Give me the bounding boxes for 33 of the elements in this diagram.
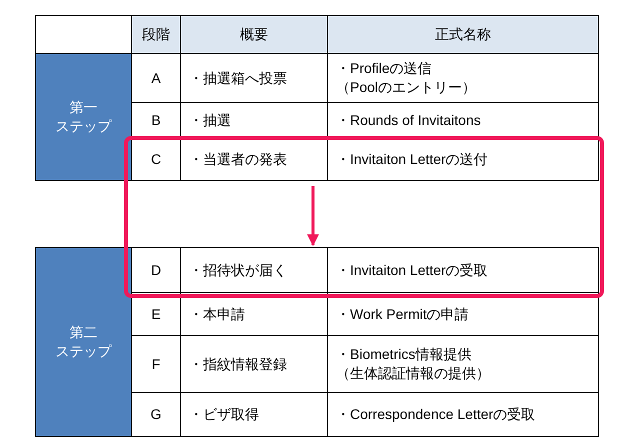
cell-text: 正式名称 — [435, 25, 491, 44]
cell-text: ・当選者の発表 — [189, 150, 287, 168]
cell-text: ・抽選 — [189, 110, 231, 130]
cell-text: B — [151, 110, 161, 130]
step-label: ステップ — [56, 342, 112, 361]
cell-text: A — [151, 68, 161, 88]
cell-text: ・指紋情報登録 — [189, 354, 287, 374]
cell-text: ・Biometrics情報提供 — [336, 345, 472, 364]
cell-text: ・ビザ取得 — [189, 405, 259, 424]
cell-text: D — [150, 260, 162, 280]
cell-text: ・Work Permitの申請 — [336, 304, 469, 324]
cell-text: ・本申請 — [189, 304, 245, 324]
cell-text: ・Rounds of Invitaitons — [336, 110, 481, 130]
cell-text: E — [151, 304, 161, 324]
arrow — [307, 186, 319, 246]
cell-text: C — [150, 150, 162, 168]
cell-text: G — [150, 405, 162, 424]
cell-text: ・Correspondence Letterの受取 — [336, 405, 536, 424]
cell-text: （Poolのエントリー） — [336, 78, 476, 97]
table-row — [131, 247, 599, 293]
step-label: 第一 — [70, 98, 98, 117]
table-row — [131, 137, 599, 181]
cell-text: （生体認証情報の提供） — [336, 364, 490, 383]
cell-text: ・招待状が届く — [189, 260, 287, 280]
cell-text: ・Invitaiton Letterの受取 — [336, 260, 488, 280]
step-label: 第二 — [70, 323, 98, 342]
cell-text: ・抽選箱へ投票 — [189, 68, 287, 88]
step-label: ステップ — [56, 117, 112, 136]
cell-text: 段階 — [142, 25, 170, 44]
cell-text: ・Invitaiton Letterの送付 — [336, 150, 488, 168]
cell-text: F — [152, 354, 160, 374]
cell-text: ・Profileの送信 — [336, 59, 432, 78]
cell-text: 概要 — [240, 25, 268, 44]
